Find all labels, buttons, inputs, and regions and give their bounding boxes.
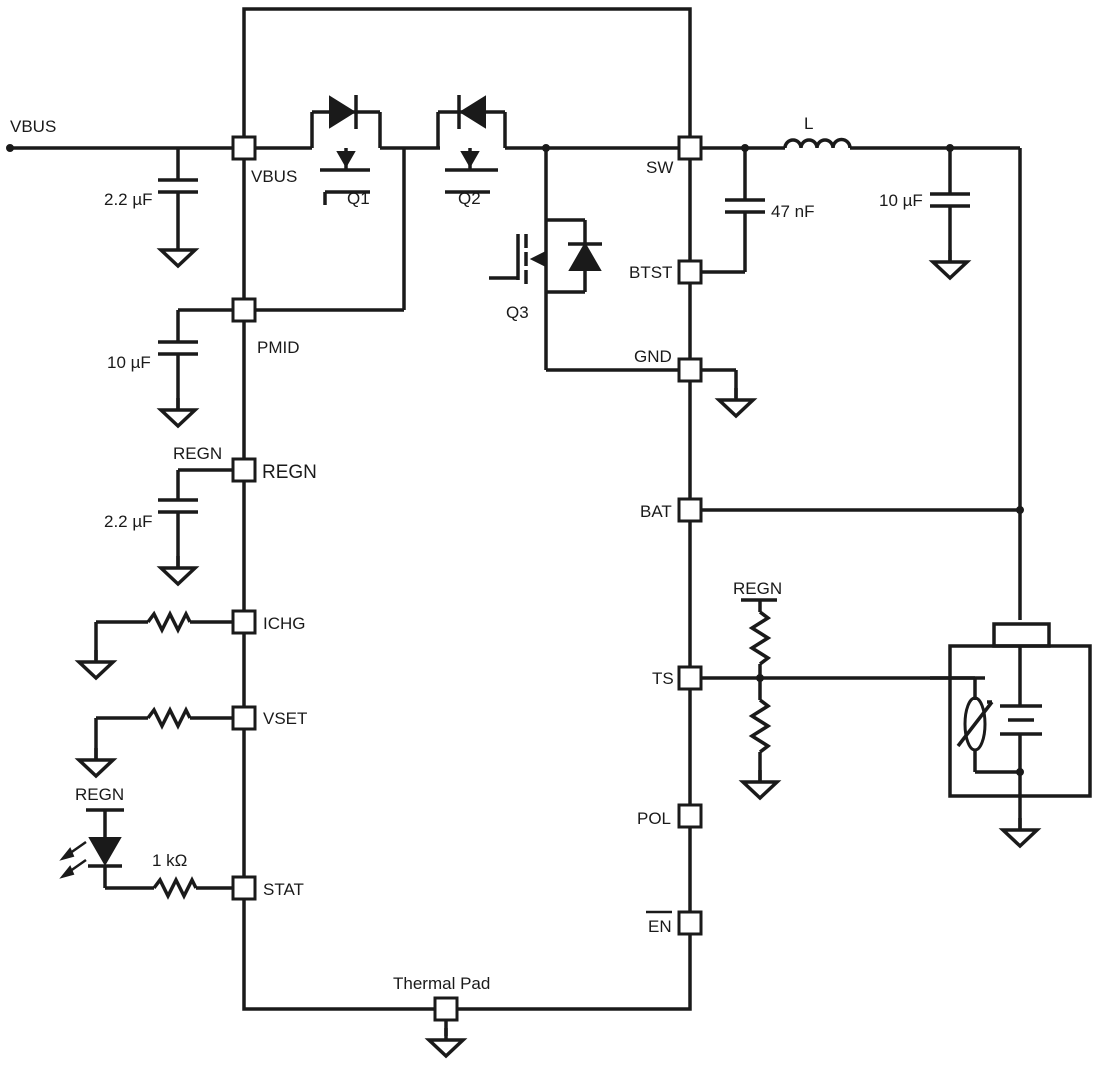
inductor-label: L (804, 114, 813, 133)
stat-resistor-label: 1 kΩ (152, 851, 187, 870)
regn-cap-label: 2.2 µF (104, 512, 153, 531)
pin-label-pol: POL (637, 809, 671, 828)
pin-regn (231, 457, 257, 483)
pin-label-sw: SW (646, 158, 673, 177)
pin-stat (231, 875, 257, 901)
pin-label-bat: BAT (640, 502, 672, 521)
thermal-pad-label: Thermal Pad (393, 974, 490, 993)
pin-label-en: EN (648, 917, 672, 936)
ts-divider: REGN (690, 579, 985, 800)
q3-label: Q3 (506, 303, 529, 322)
q3-mosfet: Q3 (489, 144, 690, 372)
left-pins (231, 135, 459, 1022)
pmid-capacitor: 10 µF (107, 308, 244, 428)
stat-led-circuit: REGN 1 kΩ (59, 785, 244, 900)
pin-pmid (231, 297, 257, 323)
right-pins (677, 135, 703, 936)
led-regn-label: REGN (75, 785, 124, 804)
pin-label-ichg: ICHG (263, 614, 306, 633)
regn-net-label: REGN (173, 444, 222, 463)
pin-thermal-pad (433, 996, 459, 1022)
pin-vbus (231, 135, 257, 161)
pin-vset (231, 705, 257, 731)
vbus-cap-label: 2.2 µF (104, 190, 153, 209)
pin-label-stat: STAT (263, 880, 304, 899)
pin-label-ts: TS (652, 669, 674, 688)
pin-label-vset: VSET (263, 709, 307, 728)
regn-capacitor: REGN 2.2 µF (104, 444, 244, 586)
pin-label-vbus: VBUS (251, 167, 297, 186)
q2-label: Q2 (458, 189, 481, 208)
vbus-capacitor: 2.2 µF (104, 148, 198, 268)
bat-wiring (690, 506, 1024, 514)
pin-label-pmid: PMID (257, 338, 300, 357)
pin-btst (677, 259, 703, 285)
pin-label-btst: BTST (629, 263, 672, 282)
inductor: L (783, 114, 852, 149)
battery-pack (930, 622, 1092, 848)
ichg-resistor (77, 610, 244, 680)
vbus-input-label: VBUS (10, 117, 56, 136)
output-capacitor: 10 µF (879, 144, 970, 280)
q1-mosfet: Q1 (310, 95, 382, 208)
pin-pol (677, 803, 703, 829)
pmid-cap-label: 10 µF (107, 353, 151, 372)
pin-sw (677, 135, 703, 161)
btst-capacitor: 47 nF (690, 144, 814, 274)
vbus-wiring (6, 144, 1022, 620)
ts-regn-label: REGN (733, 579, 782, 598)
q2-mosfet: Q2 (436, 95, 507, 208)
btst-cap-label: 47 nF (771, 202, 814, 221)
pin-label-gnd: GND (634, 347, 672, 366)
thermal-pad-ground: Thermal Pad (393, 974, 490, 1058)
vset-resistor (77, 706, 244, 778)
pin-en (677, 910, 703, 936)
pin-ichg (231, 609, 257, 635)
pin-label-regn: REGN (262, 462, 317, 483)
pin-bat (677, 497, 703, 523)
q1-label: Q1 (347, 189, 370, 208)
output-cap-label: 10 µF (879, 191, 923, 210)
pin-gnd (677, 357, 703, 383)
pin-ts (677, 665, 703, 691)
